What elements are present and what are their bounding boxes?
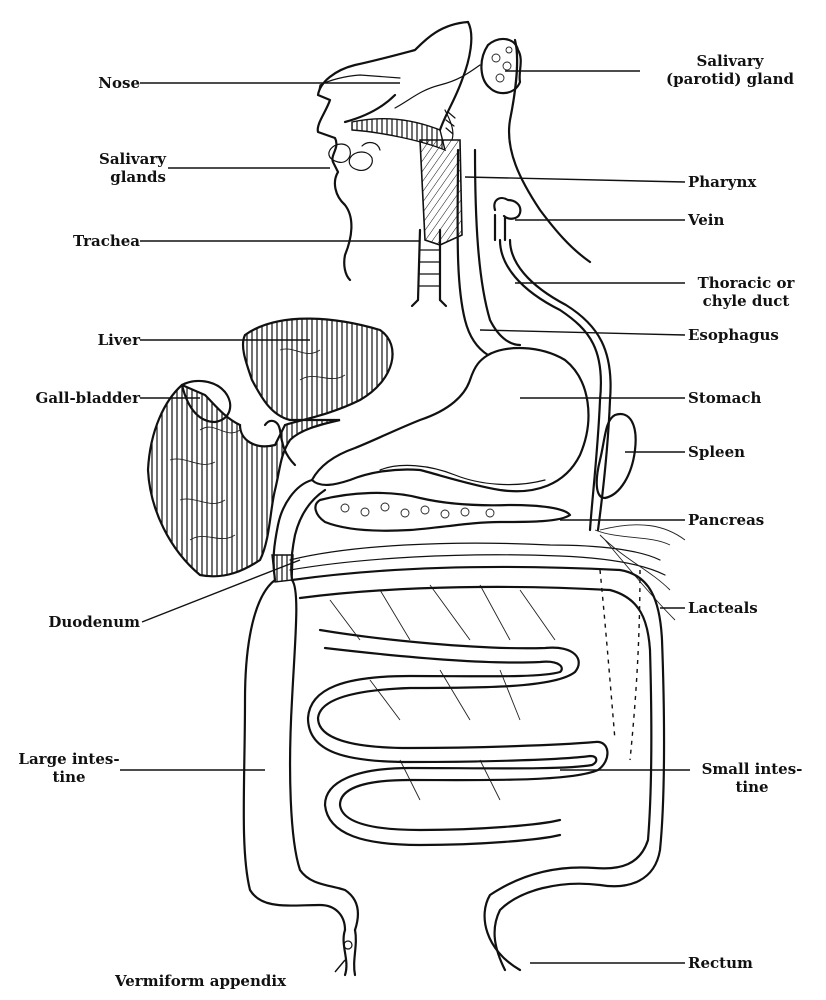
label-duodenum: Duodenum: [48, 613, 140, 631]
stomach: [310, 347, 590, 493]
parotid-gland: [480, 37, 522, 95]
head-outline: [316, 20, 592, 282]
label-spleen: Spleen: [688, 443, 746, 461]
label-small-intestine: Small intes-tine: [701, 760, 803, 796]
label-trachea: Trachea: [73, 232, 140, 250]
mesentery: [289, 524, 686, 801]
vein: [493, 196, 522, 242]
salivary-glands: [328, 141, 381, 171]
pancreas: [314, 491, 572, 532]
label-lacteals: Lacteals: [688, 599, 758, 617]
label-gall-bladder: Gall-bladder: [35, 389, 140, 407]
label-pancreas: Pancreas: [688, 511, 765, 529]
label-nose: Nose: [98, 74, 140, 92]
esophagus-tube: [456, 148, 490, 357]
label-vein: Vein: [688, 211, 725, 229]
label-pharynx: Pharynx: [688, 173, 757, 191]
liver: [146, 317, 394, 578]
leader-lines: [120, 70, 690, 973]
label-liver: Liver: [97, 331, 140, 349]
large-intestine: [242, 565, 666, 977]
label-rectum: Rectum: [688, 954, 753, 972]
thoracic-duct: [498, 238, 602, 532]
parotid-duct: [394, 64, 481, 109]
label-large-intestine: Large intes-tine: [18, 750, 120, 786]
bile-duct: [263, 419, 297, 467]
pharynx-trachea: [410, 109, 463, 308]
duodenum: [271, 478, 327, 583]
label-vermiform-appendix: Vermiform appendix: [115, 972, 287, 990]
spleen: [595, 412, 637, 500]
label-stomach: Stomach: [688, 389, 762, 407]
label-esophagus: Esophagus: [688, 326, 779, 344]
label-parotid-gland: Salivary(parotid) gland: [666, 52, 794, 88]
small-intestine: [306, 628, 609, 847]
